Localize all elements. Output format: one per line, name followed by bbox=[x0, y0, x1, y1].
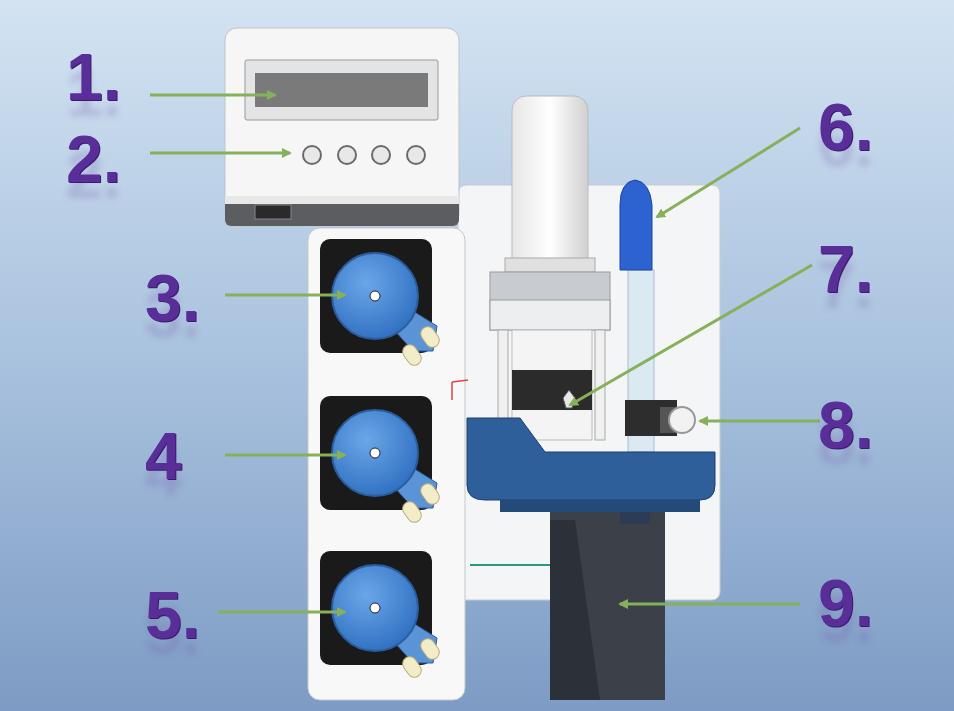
callout-number: 3. bbox=[145, 265, 200, 331]
knob bbox=[625, 400, 695, 436]
callout-number: 1. bbox=[66, 44, 121, 110]
callout-number: 2. bbox=[66, 126, 121, 192]
pump bbox=[320, 396, 442, 525]
callout-number: 9. bbox=[818, 570, 873, 636]
base-plate bbox=[500, 500, 700, 512]
callout-number: 6. bbox=[818, 94, 873, 160]
pump bbox=[320, 551, 442, 680]
callout-number: 7. bbox=[818, 236, 873, 302]
callout-number: 4 bbox=[145, 423, 182, 489]
motor bbox=[550, 512, 665, 700]
controller-box bbox=[225, 28, 459, 226]
pump-panel bbox=[308, 228, 465, 700]
cylinder-assembly bbox=[490, 96, 610, 440]
pump bbox=[320, 239, 442, 368]
callout-number: 8. bbox=[818, 392, 873, 458]
callout-number: 5. bbox=[145, 582, 200, 648]
leader-arrow bbox=[150, 95, 820, 612]
